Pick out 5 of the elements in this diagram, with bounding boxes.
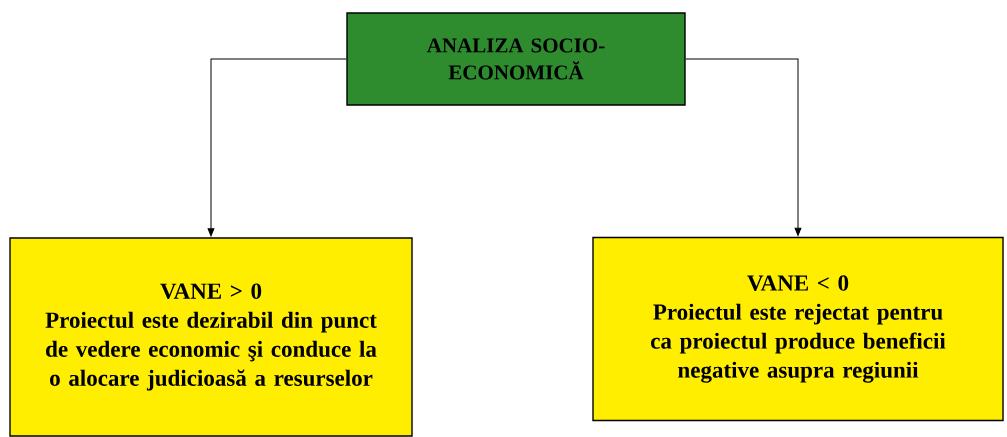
arrow [207, 58, 347, 237]
outcome-box: VANE < 0 Proiectul este rejectat pentru ca proiectul produce beneficii negative asupra regiunii [592, 236, 1004, 422]
title-box: ANALIZA SOCIO-ECONOMICĂ [346, 12, 686, 106]
arrow [685, 58, 802, 236]
outcome-box: VANE > 0 Proiectul este dezirabil din punct de vedere economic şi conduce la o alocare judicioasă a resurselor [9, 237, 413, 437]
